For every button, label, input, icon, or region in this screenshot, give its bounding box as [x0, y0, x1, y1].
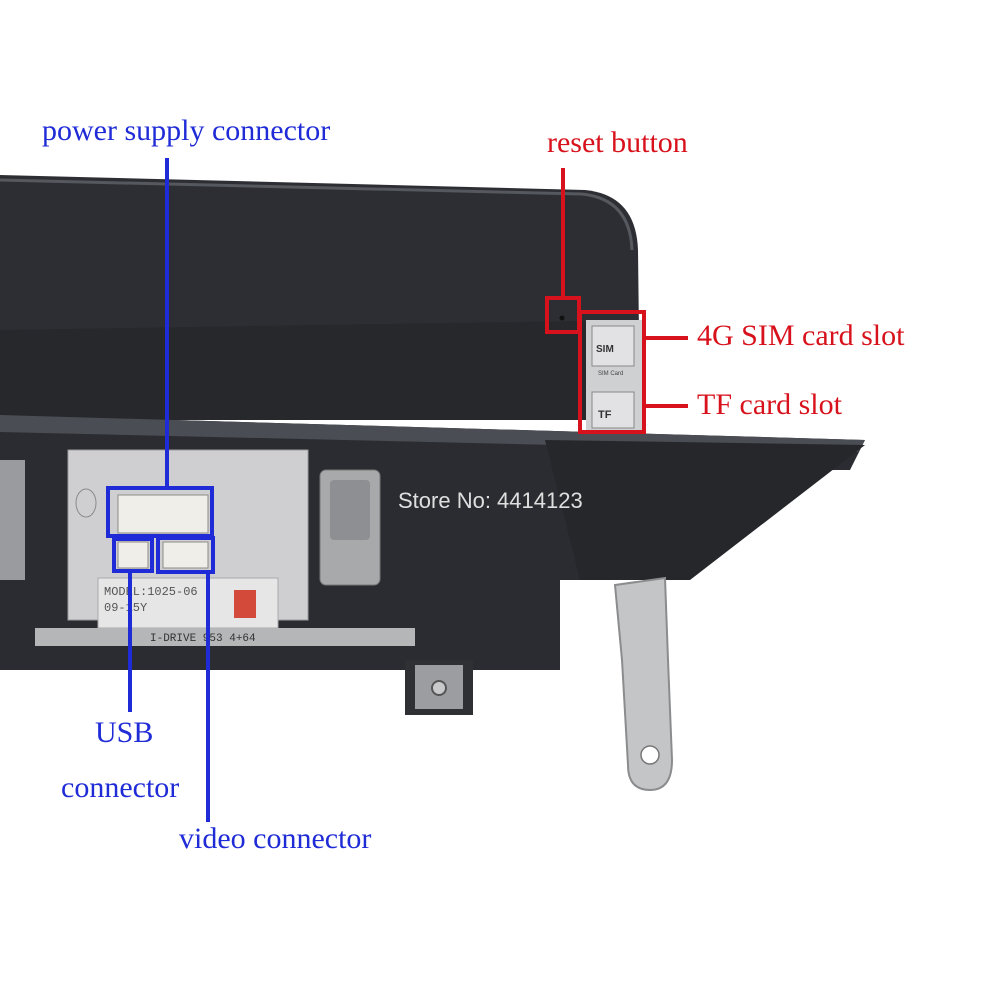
left-bracket: [0, 460, 25, 580]
warning-mark: [234, 590, 256, 618]
model-line-2: 09-15Y: [104, 601, 147, 615]
cert-mark: [75, 488, 97, 518]
red-callouts: [545, 168, 688, 434]
right-bracket: [613, 576, 674, 792]
sim-slot-slit: [591, 325, 635, 367]
card-slots-box: [578, 310, 646, 434]
blue-callouts: [106, 158, 215, 822]
right-wing: [545, 440, 865, 580]
reset-button-label: reset button: [547, 126, 688, 159]
sim-card-marking: SIM Card: [598, 371, 623, 377]
screen-lower-shade: [0, 320, 640, 420]
middle-mount-plate: [330, 480, 370, 540]
drive-line: I-DRIVE 953 4+64: [150, 633, 256, 645]
reset-hole: [559, 315, 565, 321]
antenna-jack: [431, 680, 447, 696]
video-connector-box: [156, 536, 215, 574]
video-connector-label: video connector: [179, 822, 372, 855]
model-line-1: MODEL:1025-06: [104, 585, 198, 599]
bracket-hole: [640, 745, 660, 765]
tf-card-slot-label: TF card slot: [697, 388, 842, 421]
power-connector-body: [117, 494, 209, 534]
tf-slot-slit: [591, 391, 635, 429]
usb-label: USB: [95, 716, 154, 749]
sim-card-slot-label: 4G SIM card slot: [697, 319, 905, 352]
video-connector-body: [162, 541, 209, 569]
usb-connector-label: connector: [61, 771, 180, 804]
power-supply-connector-label: power supply connector: [42, 114, 331, 147]
usb-connector-body: [117, 541, 149, 569]
store-watermark: Store No: 4414123: [398, 488, 583, 513]
screen-edge-highlight: [0, 178, 634, 251]
usb-connector-box: [112, 537, 154, 573]
sim-marking: SIM: [596, 344, 614, 355]
tf-marking: TF: [598, 409, 612, 421]
